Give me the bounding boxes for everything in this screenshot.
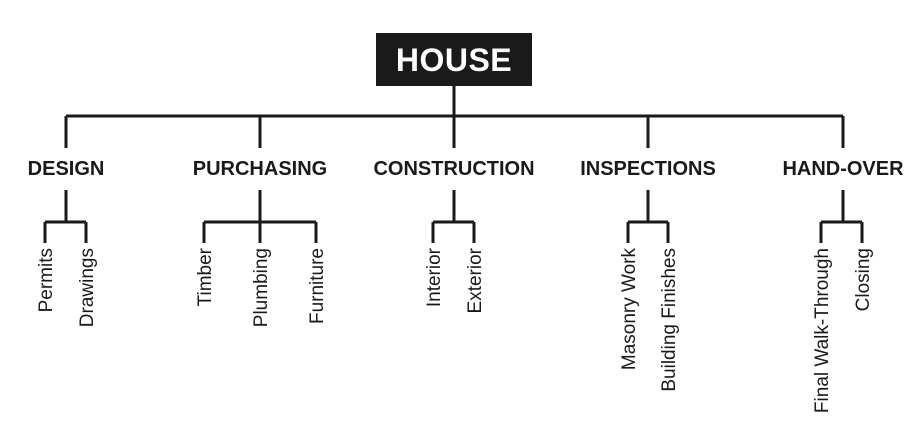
leaf-label-plumbing: Plumbing	[251, 248, 272, 327]
leaf-label-building-finishes: Building Finishes	[659, 248, 680, 392]
phase-label-construction: CONSTRUCTION	[373, 158, 534, 180]
leaf-label-interior: Interior	[424, 247, 445, 307]
root-box	[376, 33, 532, 86]
phase-label-purchasing: PURCHASING	[193, 158, 327, 180]
leaf-label-final-walk-through: Final Walk-Through	[812, 248, 833, 413]
phase-label-hand-over: HAND-OVER	[782, 158, 904, 180]
leaf-label-masonry-work: Masonry Work	[619, 248, 640, 371]
leaf-label-closing: Closing	[853, 248, 874, 311]
leaf-label-drawings: Drawings	[77, 248, 98, 327]
phase-label-inspections: INSPECTIONS	[580, 158, 716, 180]
root-label: HOUSE	[396, 42, 512, 78]
leaf-label-permits: Permits	[36, 248, 57, 312]
phase-label-design: DESIGN	[28, 158, 105, 180]
leaf-label-timber: Timber	[195, 247, 216, 306]
leaf-label-exterior: Exterior	[465, 247, 486, 313]
leaf-label-furniture: Furniture	[307, 248, 328, 324]
